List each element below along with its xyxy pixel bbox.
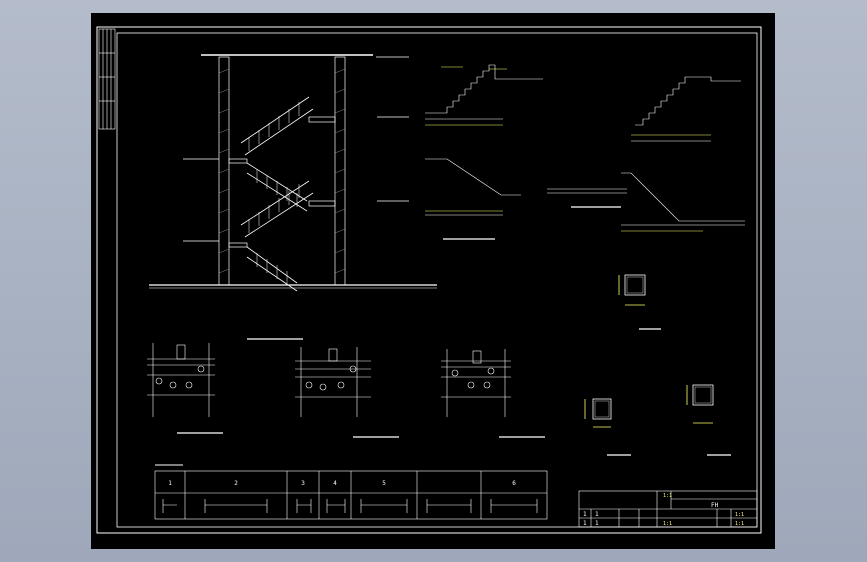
column-section-1	[618, 274, 661, 330]
title-block-cell-4: 1:1	[735, 521, 744, 527]
title-block-cell-1: 1:1	[663, 493, 672, 499]
drawing-canvas: 1 2 3 4 5 6 1:1 FH 1:1 1:1 1:1 1 1 1 1	[96, 26, 762, 534]
plan-detail-2	[295, 347, 399, 438]
plan-detail-3	[441, 349, 545, 438]
stair-detail-c	[631, 76, 741, 142]
title-block-row-1: 1	[583, 511, 587, 518]
margin-strip	[98, 28, 116, 130]
stair-detail-d	[621, 172, 745, 232]
column-section-2	[584, 398, 631, 456]
drawing-sheet[interactable]: 1 2 3 4 5 6 1:1 FH 1:1 1:1 1:1 1 1 1 1	[91, 13, 775, 549]
title-block-cell-5: 1:1	[663, 521, 672, 527]
stair-detail-b	[425, 158, 627, 240]
table-marker-2: 2	[234, 480, 238, 487]
stair-detail-a	[425, 64, 543, 126]
stair-section-elevation	[149, 54, 437, 340]
outer-border	[96, 26, 762, 534]
table-marker-5: 5	[382, 480, 386, 487]
title-block-cell-3: 1:1	[735, 512, 744, 518]
rebar-table	[154, 464, 548, 520]
title-block	[578, 490, 758, 528]
title-block-cell-2: FH	[711, 502, 719, 509]
table-marker-3: 3	[301, 480, 305, 487]
title-block-row-2: 1	[583, 520, 587, 527]
plan-detail-1	[147, 343, 223, 434]
title-block-row-3: 1	[595, 511, 599, 518]
column-section-3	[686, 384, 731, 456]
table-marker-4: 4	[333, 480, 337, 487]
inner-border	[116, 32, 758, 528]
table-marker-1: 1	[168, 480, 172, 487]
table-marker-6: 6	[512, 480, 516, 487]
title-block-row-4: 1	[595, 520, 599, 527]
